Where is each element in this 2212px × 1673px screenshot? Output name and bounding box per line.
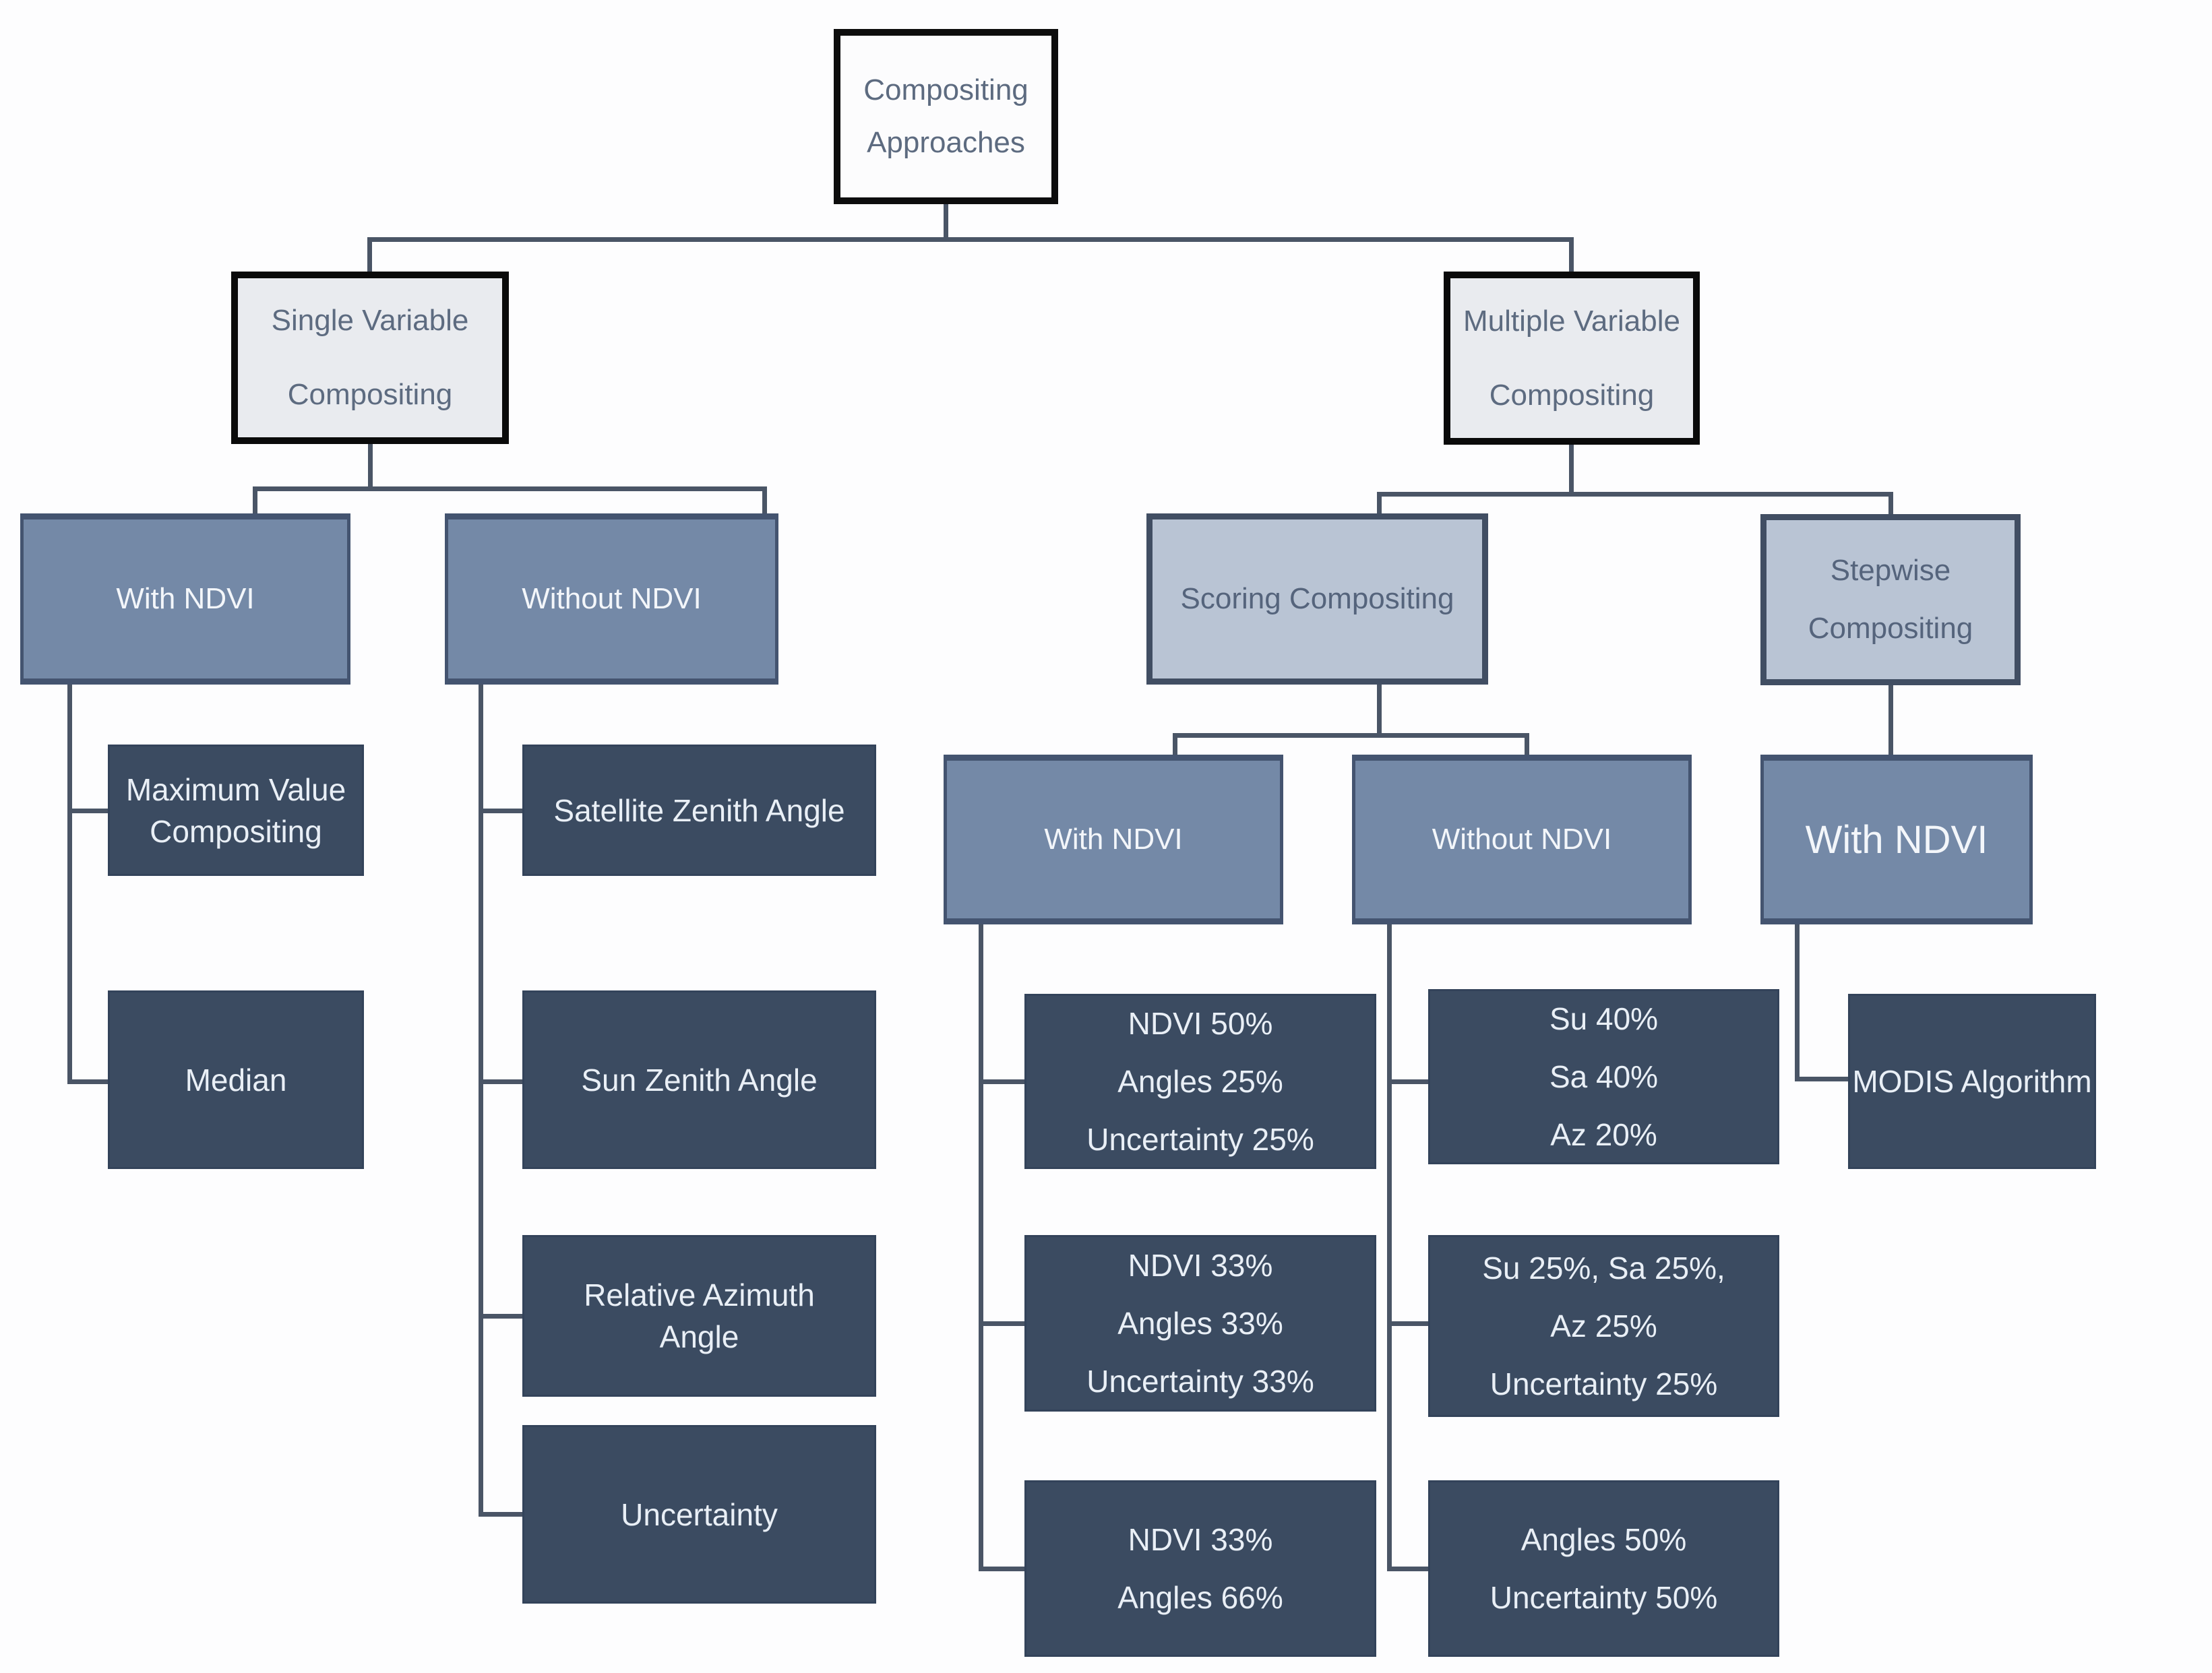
node-label: Angles 25% <box>1117 1064 1283 1099</box>
connector-withoutndvi-m-stub <box>1525 733 1529 755</box>
node-ndvi33-angles33-uncertainty33: NDVI 33% Angles 33% Uncertainty 33% <box>1024 1235 1376 1412</box>
node-label: Angle <box>659 1319 739 1354</box>
connector-stepwise-riser <box>1888 685 1893 755</box>
node-label: Compositing <box>150 813 322 849</box>
node-su40-sa40-az20: Su 40% Sa 40% Az 20% <box>1428 989 1779 1164</box>
connector-root-stub <box>944 203 948 239</box>
node-label: Relative Azimuth <box>584 1277 815 1313</box>
connector-withoutndvi-m-trunk <box>1387 924 1392 1571</box>
node-label: Satellite Zenith Angle <box>553 792 845 828</box>
node-label: Median <box>185 1062 287 1098</box>
node-label: With NDVI <box>116 582 255 615</box>
connector-rail-top <box>367 237 1574 242</box>
node-label: Compositing <box>1489 378 1655 412</box>
node-label: Compositing <box>1808 612 1973 645</box>
node-scoring-compositing: Scoring Compositing <box>1146 513 1488 685</box>
node-with-ndvi-stepwise: With NDVI <box>1760 755 2033 924</box>
connector-withndvi-s-trunk <box>1795 924 1800 1081</box>
node-label: Az 25% <box>1550 1308 1657 1344</box>
node-label: Compositing <box>287 378 453 411</box>
node-label: Single Variable <box>271 304 469 337</box>
node-angles50-uncertainty50: Angles 50% Uncertainty 50% <box>1428 1480 1779 1657</box>
node-uncertainty: Uncertainty <box>522 1425 876 1604</box>
connector-elbow-ndvi33 <box>979 1321 1024 1326</box>
node-maximum-value-compositing: Maximum Value Compositing <box>108 745 364 876</box>
connector-svc-riser <box>368 444 373 486</box>
connector-mvc-riser <box>1569 445 1574 492</box>
node-stepwise-compositing: Stepwise Compositing <box>1760 514 2021 685</box>
node-without-ndvi-scoring: Without NDVI <box>1352 755 1692 924</box>
connector-elbow-ndvi3366 <box>979 1567 1024 1571</box>
node-with-ndvi-scoring: With NDVI <box>944 755 1283 924</box>
node-label: With NDVI <box>1044 823 1183 856</box>
node-label: Angles 50% <box>1520 1522 1687 1557</box>
connector-mvc-stub <box>1569 237 1574 272</box>
node-compositing-approaches: Compositing Approaches <box>834 29 1058 204</box>
node-label: Uncertainty 33% <box>1086 1364 1314 1399</box>
node-relative-azimuth-angle: Relative Azimuth Angle <box>522 1235 876 1397</box>
node-multiple-variable-compositing: Multiple Variable Compositing <box>1444 272 1700 445</box>
node-label: Az 20% <box>1550 1117 1657 1152</box>
connector-withndvi-m-stub <box>1173 733 1177 755</box>
connector-svc-stub <box>367 237 372 272</box>
node-label: Compositing <box>863 73 1028 106</box>
node-single-variable-compositing: Single Variable Compositing <box>231 272 509 444</box>
connector-elbow-angles50 <box>1387 1567 1428 1571</box>
connector-rail-svc-children <box>253 486 767 491</box>
node-label: Angles 66% <box>1117 1580 1283 1615</box>
connector-elbow-modis <box>1795 1077 1848 1081</box>
connector-elbow-raa <box>479 1314 522 1319</box>
connector-withndvi-l-stub <box>253 486 257 513</box>
node-label: Uncertainty 50% <box>1489 1580 1718 1615</box>
connector-withoutndvi-l-trunk <box>479 685 483 1517</box>
node-label: Uncertainty <box>621 1496 778 1532</box>
connector-elbow-median <box>67 1079 108 1084</box>
node-label: NDVI 33% <box>1128 1522 1273 1557</box>
connector-elbow-maxval <box>67 809 108 813</box>
node-label: Uncertainty 25% <box>1489 1366 1718 1401</box>
node-label: Su 40% <box>1549 1001 1659 1036</box>
node-label: Maximum Value <box>125 771 346 807</box>
connector-scoring-stub <box>1377 492 1382 513</box>
connector-withndvi-l-trunk <box>67 685 72 1084</box>
node-ndvi50-angles25-uncertainty25: NDVI 50% Angles 25% Uncertainty 25% <box>1024 994 1376 1169</box>
node-label: Uncertainty 25% <box>1086 1122 1314 1157</box>
connector-withndvi-m-trunk <box>979 924 983 1571</box>
node-label: Su 25%, Sa 25%, <box>1482 1251 1725 1286</box>
connector-elbow-su40 <box>1387 1079 1428 1084</box>
connector-scoring-riser <box>1377 685 1382 733</box>
node-sun-zenith-angle: Sun Zenith Angle <box>522 990 876 1169</box>
connector-rail-mvc-children <box>1377 492 1893 497</box>
node-label: Approaches <box>867 126 1025 159</box>
node-satellite-zenith-angle: Satellite Zenith Angle <box>522 745 876 876</box>
node-label: Angles 33% <box>1117 1306 1283 1341</box>
node-label: Sun Zenith Angle <box>581 1062 818 1098</box>
connector-withoutndvi-l-stub <box>762 486 767 513</box>
node-label: Sa 40% <box>1549 1059 1659 1094</box>
connector-elbow-ndvi50 <box>979 1079 1024 1084</box>
connector-elbow-sunza <box>479 1079 522 1084</box>
connector-rail-scoring-children <box>1173 733 1529 738</box>
node-label: NDVI 33% <box>1128 1248 1273 1283</box>
node-label: Stepwise <box>1830 554 1951 587</box>
node-label: Without NDVI <box>1432 823 1612 856</box>
node-label: Scoring Compositing <box>1180 582 1454 615</box>
node-with-ndvi-single: With NDVI <box>20 513 350 685</box>
node-label: Multiple Variable <box>1463 304 1680 338</box>
connector-elbow-su25 <box>1387 1321 1428 1326</box>
node-label: With NDVI <box>1805 817 1988 862</box>
node-modis-algorithm: MODIS Algorithm <box>1848 994 2096 1169</box>
connector-stepwise-stub <box>1888 492 1893 514</box>
node-label: Without NDVI <box>522 582 702 615</box>
node-median: Median <box>108 990 364 1169</box>
connector-elbow-unc <box>479 1512 522 1517</box>
node-without-ndvi-single: Without NDVI <box>445 513 778 685</box>
node-label: NDVI 50% <box>1128 1006 1273 1041</box>
node-su25-sa25-az25-uncertainty25: Su 25%, Sa 25%, Az 25% Uncertainty 25% <box>1428 1235 1779 1417</box>
node-ndvi33-angles66: NDVI 33% Angles 66% <box>1024 1480 1376 1657</box>
node-label: MODIS Algorithm <box>1852 1064 2092 1099</box>
connector-elbow-sza <box>479 809 522 813</box>
